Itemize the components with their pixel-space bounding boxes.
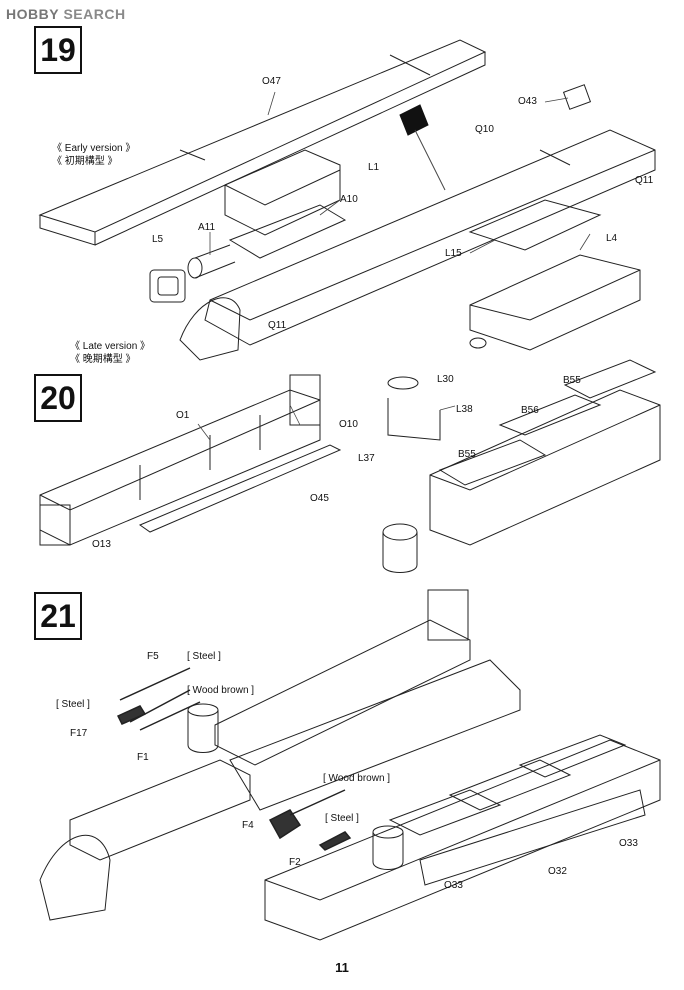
late-version-jp: 《 晚期構型 》	[70, 354, 136, 365]
part-label: O32	[548, 866, 567, 877]
part-label: L15	[445, 248, 462, 259]
part-label: A10	[340, 194, 358, 205]
plate-l15-drawing	[468, 199, 602, 251]
paint-label-wood: [ Wood brown ]	[323, 773, 391, 784]
part-label: F4	[242, 820, 254, 831]
paint-label-steel: [ Steel ]	[325, 813, 359, 824]
page-number: 11	[335, 960, 349, 975]
part-label: L38	[456, 404, 473, 415]
part-label: O33	[619, 838, 638, 849]
paint-label-wood: [ Wood brown ]	[187, 685, 255, 696]
fender-late-drawing	[179, 129, 656, 361]
part-label: O1	[176, 410, 190, 421]
part-label: O10	[339, 419, 358, 430]
early-version-label: 《 Early version 》 《 初期構型 》	[52, 142, 135, 168]
watermark-suffix: SEARCH	[63, 6, 126, 22]
early-version-en: 《 Early version 》	[52, 143, 136, 154]
part-label: O45	[310, 493, 329, 504]
bracket-o43-drawing	[562, 84, 592, 110]
step-19-number: 19	[34, 26, 82, 74]
side-plate-o45-drawing	[138, 444, 342, 533]
side-plate-o33-drawing	[419, 789, 646, 886]
part-label: Q10	[475, 124, 494, 135]
part-label: F5	[147, 651, 159, 662]
late-version-en: 《 Late version 》	[70, 341, 151, 352]
part-label: L5	[152, 234, 164, 245]
early-version-jp: 《 初期構型 》	[52, 156, 118, 167]
part-label: F2	[289, 857, 301, 868]
part-label: Q11	[268, 320, 287, 331]
hull-21-drawing	[69, 734, 661, 941]
part-label: O13	[92, 539, 111, 550]
fender-21-drawing	[39, 619, 521, 921]
part-label: O33	[444, 880, 463, 891]
hull-section-19-drawing	[469, 254, 641, 351]
part-label: L1	[368, 162, 380, 173]
watermark: HOBBY SEARCH	[6, 6, 126, 22]
part-label: L30	[437, 374, 454, 385]
step-21-number: 21	[34, 592, 82, 640]
part-label: O43	[518, 96, 537, 107]
late-version-label: 《 Late version 》 《 晚期構型 》	[70, 340, 150, 366]
part-label: L37	[358, 453, 375, 464]
part-label: O47	[262, 76, 281, 87]
step-20-number: 20	[34, 374, 82, 422]
stowage-box-drawing	[224, 149, 341, 236]
bucket-drawing	[382, 376, 441, 573]
hull-box-20-drawing	[39, 374, 321, 546]
part-label: L4	[606, 233, 618, 244]
engine-block-drawing	[427, 589, 469, 641]
part-label: B55	[458, 449, 476, 460]
hull-box-20b-drawing	[429, 359, 661, 546]
paint-label-steel: [ Steel ]	[56, 699, 90, 710]
part-label: A11	[198, 222, 216, 233]
part-label: F17	[70, 728, 88, 739]
light-guard-drawing	[149, 269, 186, 303]
exhaust-drawing	[187, 204, 347, 279]
part-label: Q11	[635, 175, 654, 186]
part-label: B56	[521, 405, 539, 416]
paint-label-steel: [ Steel ]	[187, 651, 221, 662]
part-label: B55	[563, 375, 581, 386]
watermark-brand: HOBBY	[6, 6, 60, 22]
part-label: F1	[137, 752, 149, 763]
bucket-21-drawing	[187, 703, 404, 870]
